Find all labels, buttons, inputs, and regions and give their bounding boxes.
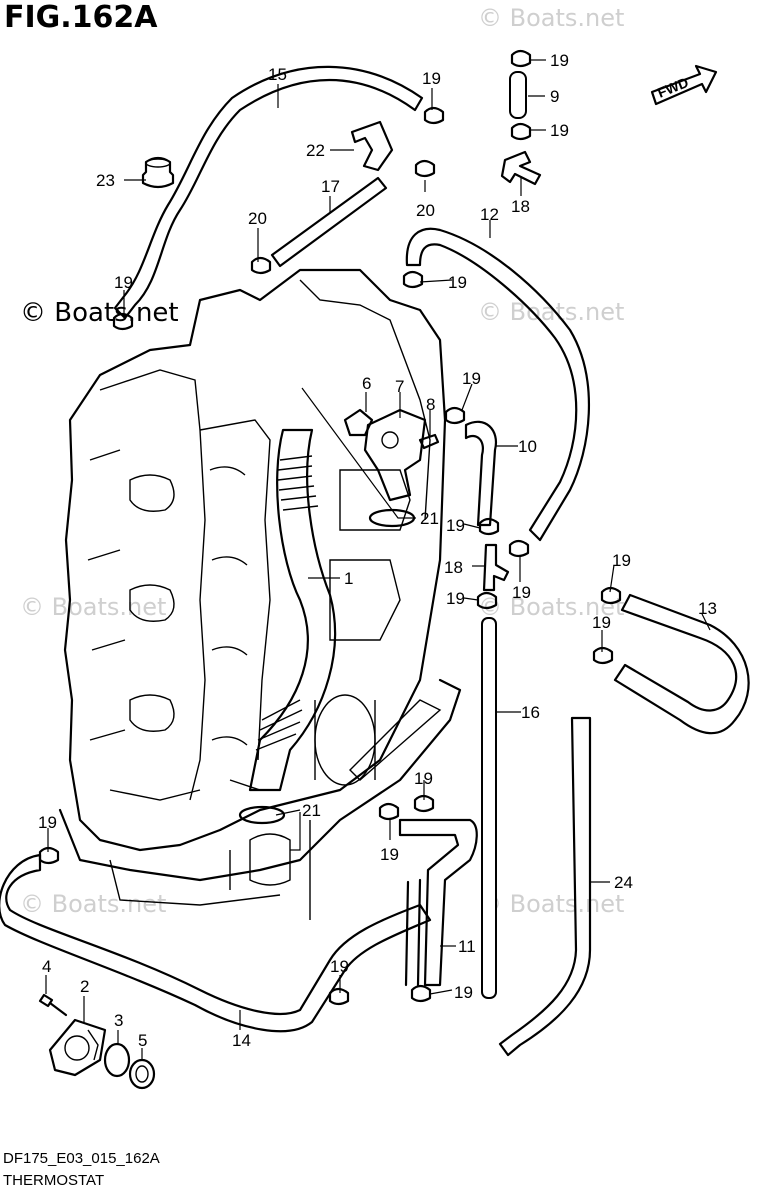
callout-19: 19 [550,121,569,140]
callout-14: 14 [232,1031,251,1050]
callout-19: 19 [612,551,631,570]
callout-15: 15 [268,65,287,84]
leader-lines [45,59,711,1060]
callout-19: 19 [380,845,399,864]
callout-19: 19 [592,613,611,632]
callout-6: 6 [362,374,371,393]
watermark: © Boats.net [20,890,167,918]
watermark: © Boats.net [20,593,167,621]
part-24-hose [498,716,592,1057]
callout-22: 22 [306,141,325,160]
part-12-hose [405,227,590,542]
part-16-hose [481,617,497,999]
callout-19: 19 [38,813,57,832]
callout-19: 19 [550,51,569,70]
part-22-bracket [350,120,394,172]
part-10-hose [464,420,498,527]
callout-11: 11 [458,937,476,956]
part-17-tube [270,176,388,268]
callout-19: 19 [448,273,467,292]
figure-title: FIG.162A [4,0,158,35]
part-14-hose [0,853,432,1033]
part-18-fitting-top [500,150,542,186]
part-3-gasket [103,1042,131,1078]
callout-19: 19 [114,273,133,292]
callout-16: 16 [521,703,540,722]
callout-9: 9 [550,87,559,106]
part-11-hose [398,818,478,987]
callout-5: 5 [138,1031,147,1050]
callout-17: 17 [321,177,340,196]
part-15-hose [113,65,424,320]
callout-19: 19 [512,583,531,602]
callout-19: 19 [330,957,349,976]
callout-21: 21 [420,509,439,528]
watermark: © Boats.net [478,593,625,621]
callout-2: 2 [80,977,89,996]
engine-block [58,268,462,920]
part-5-thermostat [128,1058,156,1090]
part-23-grommet [141,156,175,189]
callout-4: 4 [42,957,51,976]
callout-19: 19 [414,769,433,788]
part-7-housing [363,408,427,502]
callout-3: 3 [114,1011,123,1030]
callout-7: 7 [395,377,404,396]
callout-24: 24 [614,873,633,892]
callout-10: 10 [518,437,537,456]
watermark: © Boats.net [478,890,625,918]
part-8-bolt [418,433,440,450]
callout-18: 18 [444,558,463,577]
watermark-dark: © Boats.net [20,298,179,328]
part-1-hose [248,428,337,792]
watermark: © Boats.net [478,4,625,32]
part-2-cover [48,1018,107,1077]
callout-19: 19 [454,983,473,1002]
callout-19: 19 [446,516,465,535]
fwd-arrow-icon: FWD [650,64,718,106]
part-18-fitting-mid [482,543,510,592]
callout-20: 20 [416,201,435,220]
callout-19: 19 [462,369,481,388]
part-9-tube [509,71,527,119]
part-19-clamp [38,49,622,1006]
figure-name: THERMOSTAT [3,1172,105,1189]
part-4-bolt [38,993,68,1017]
callout-18: 18 [511,197,530,216]
callout-8: 8 [426,395,435,414]
callout-21: 21 [302,801,321,820]
callout-20: 20 [248,209,267,228]
figure-code: DF175_E03_015_162A [3,1150,160,1167]
watermark: © Boats.net [478,298,625,326]
callout-19: 19 [446,589,465,608]
callout-23: 23 [96,171,115,190]
callout-19: 19 [422,69,441,88]
callout-12: 12 [480,205,499,224]
callout-13: 13 [698,599,717,618]
callouts: 15 19 19 9 19 22 23 17 18 20 12 20 19 19… [38,51,717,1050]
callout-1: 1 [344,569,353,588]
part-13-hose [613,593,750,735]
